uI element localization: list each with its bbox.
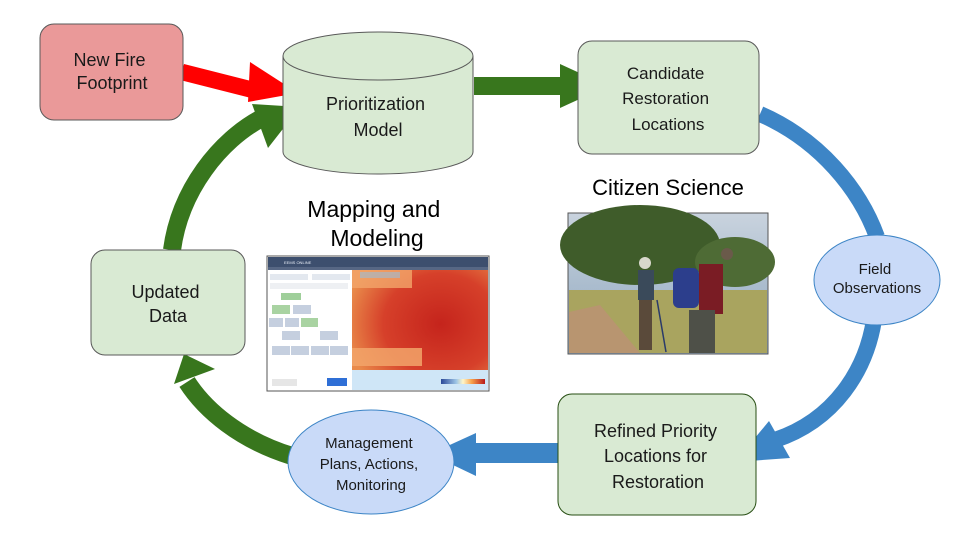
field-photo-hikers-image <box>560 205 775 355</box>
hiker-head <box>721 248 733 260</box>
node-field-observations[interactable]: Field Observations <box>813 234 941 326</box>
section-mapping-and-modeling: Mapping and Modeling EEMS ONLINE <box>266 196 490 392</box>
tree-node <box>272 346 290 355</box>
arrow-shaft <box>179 376 295 465</box>
web-map-screenshot-image: EEMS ONLINE <box>266 255 490 392</box>
map-water <box>352 370 488 390</box>
tree-node <box>269 318 283 327</box>
panel-button <box>272 379 297 386</box>
arrow-new-fire-to-model <box>180 62 298 102</box>
cylinder-top <box>282 31 474 81</box>
map-legend <box>441 379 485 384</box>
photo-trees <box>560 205 720 285</box>
arrow-management-to-updated <box>174 354 295 465</box>
map-blue-speckle <box>360 272 400 278</box>
app-title: EEMS ONLINE <box>284 260 312 265</box>
node-label: Refined Priority Locations for Restorati… <box>594 421 722 492</box>
node-label: Prioritization Model <box>326 94 430 140</box>
cylinder-body <box>282 56 474 175</box>
arrow-shaft <box>163 110 267 252</box>
tree-node <box>311 346 329 355</box>
panel-button <box>270 274 308 280</box>
node-box <box>90 249 246 356</box>
panel-text <box>270 283 348 289</box>
node-label: Updated Data <box>131 282 204 326</box>
hiker-body <box>638 270 654 300</box>
section-citizen-science: Citizen Science <box>560 175 775 355</box>
node-refined-priority-locations[interactable]: Refined Priority Locations for Restorati… <box>557 393 757 516</box>
node-updated-data[interactable]: Updated Data <box>90 249 246 356</box>
arrow-shaft <box>474 443 558 463</box>
trekking-pole <box>656 299 667 353</box>
node-ellipse <box>813 234 941 326</box>
section-title: Citizen Science <box>592 175 744 200</box>
hiker-legs <box>639 300 652 350</box>
arrow-shaft <box>180 64 255 98</box>
node-ellipse <box>287 409 455 515</box>
app-header-bar <box>268 257 488 267</box>
tree-node <box>272 305 290 314</box>
left-panel <box>268 270 352 390</box>
hiker-head <box>639 257 651 269</box>
photo-path <box>569 305 640 353</box>
hiker-legs <box>689 310 715 353</box>
app-tab-strip <box>268 267 488 270</box>
tree-node <box>301 318 318 327</box>
node-label: Field Observations <box>833 261 921 297</box>
tree-node <box>330 346 348 355</box>
node-box <box>39 23 184 121</box>
node-candidate-restoration-locations[interactable]: Candidate Restoration Locations <box>577 40 760 155</box>
node-label: New Fire Footprint <box>73 50 150 93</box>
tree-node <box>291 346 309 355</box>
tree-node <box>281 293 301 300</box>
node-label: Management Plans, Actions, Monitoring <box>320 435 423 494</box>
arrow-shaft <box>474 77 562 95</box>
arrow-shaft <box>772 318 882 448</box>
map-orange-region <box>352 348 422 366</box>
tree-node <box>320 331 338 340</box>
node-label: Candidate Restoration Locations <box>622 64 714 134</box>
node-new-fire-footprint[interactable]: New Fire Footprint <box>39 23 184 121</box>
node-prioritization-model[interactable]: Prioritization Model <box>282 31 474 175</box>
node-box <box>577 40 760 155</box>
tree-node <box>293 305 311 314</box>
tree-node <box>285 318 299 327</box>
section-title: Mapping and Modeling <box>307 196 446 251</box>
arrow-head <box>174 354 215 384</box>
hiker-backpack <box>673 268 699 308</box>
tree-node <box>282 331 300 340</box>
arrow-updated-to-model <box>163 104 300 252</box>
node-management-plans[interactable]: Management Plans, Actions, Monitoring <box>287 409 455 515</box>
node-box <box>557 393 757 516</box>
panel-button <box>312 274 350 280</box>
hiker-body <box>699 264 723 314</box>
arrow-candidate-to-field-obs <box>756 106 885 240</box>
run-button <box>327 378 347 386</box>
